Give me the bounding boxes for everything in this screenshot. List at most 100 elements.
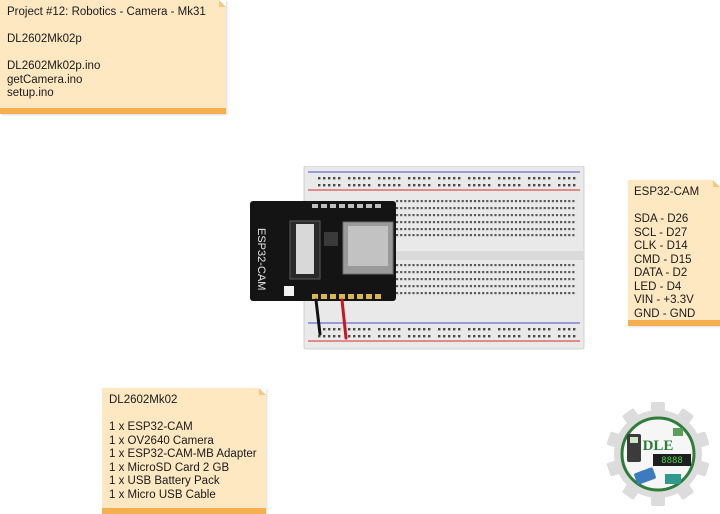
breadboard-hole [568, 207, 571, 210]
breadboard-hole [438, 177, 441, 180]
breadboard-hole [413, 184, 416, 187]
breadboard-hole [548, 184, 551, 187]
file-name: getCamera.ino [7, 73, 83, 86]
breadboard-hole [498, 184, 501, 187]
breadboard-hole [478, 228, 481, 231]
pin-mapping: GND - GND [634, 307, 696, 320]
breadboard-hole [498, 335, 501, 338]
breadboard-hole [424, 292, 427, 295]
pin-mapping-note: ESP32-CAM SDA - D26 SCL - D27 CLK - D14 … [628, 180, 720, 326]
breadboard-hole [523, 221, 526, 224]
breadboard-hole [555, 234, 559, 237]
breadboard-hole [378, 328, 381, 331]
breadboard-hole [449, 207, 452, 210]
breadboard-hole [453, 278, 456, 281]
breadboard-hole [482, 214, 485, 217]
breadboard-hole [408, 200, 411, 203]
breadboard-hole [424, 271, 427, 274]
breadboard-hole [560, 278, 563, 281]
breadboard-hole [428, 328, 431, 331]
breadboard-hole [404, 221, 407, 224]
breadboard-hole [353, 335, 356, 338]
breadboard-hole [572, 228, 575, 231]
breadboard-hole [393, 328, 396, 331]
breadboard-hole [528, 328, 531, 331]
breadboard-hole [418, 328, 421, 331]
breadboard-hole [420, 271, 423, 274]
breadboard-hole [490, 228, 493, 231]
breadboard-hole [535, 278, 538, 281]
breadboard-hole [572, 264, 575, 267]
breadboard-hole [378, 335, 381, 338]
breadboard-hole [527, 207, 530, 210]
breadboard-hole [523, 207, 526, 210]
breadboard-hole [473, 292, 477, 295]
breadboard-hole [424, 285, 427, 288]
breadboard-hole [457, 228, 460, 231]
breadboard-hole [486, 285, 489, 288]
breadboard-hole [558, 335, 561, 338]
breadboard-hole [558, 328, 561, 331]
breadboard-hole [424, 214, 427, 217]
breadboard-hole [408, 292, 411, 295]
breadboard-hole [441, 228, 444, 231]
breadboard-hole [428, 278, 431, 281]
breadboard-hole [438, 328, 441, 331]
breadboard-hole [572, 200, 575, 203]
breadboard-hole [412, 214, 415, 217]
breadboard-hole [490, 264, 493, 267]
breadboard-hole [535, 285, 538, 288]
breadboard-hole [547, 228, 550, 231]
breadboard-hole [348, 177, 351, 180]
breadboard-hole [506, 278, 509, 281]
breadboard-hole [368, 335, 371, 338]
breadboard-hole [465, 278, 468, 281]
led-display-icon [653, 454, 691, 466]
breadboard-hole [412, 207, 415, 210]
breadboard-hole [563, 335, 566, 338]
breadboard-hole [383, 328, 386, 331]
breadboard-hole [404, 285, 407, 288]
breadboard-hole [413, 335, 416, 338]
breadboard-hole [502, 221, 505, 224]
breadboard-hole [564, 271, 567, 274]
breadboard-hole [461, 264, 464, 267]
breadboard-hole [482, 221, 485, 224]
breadboard-hole [548, 335, 551, 338]
breadboard-hole [318, 184, 321, 187]
breadboard-hole [432, 264, 436, 267]
breadboard-hole [518, 328, 521, 331]
breadboard-hole [388, 335, 391, 338]
breadboard-hole [441, 285, 444, 288]
breadboard-hole [437, 271, 440, 274]
breadboard-hole [358, 328, 361, 331]
breadboard-hole [473, 285, 477, 288]
breadboard-hole [572, 214, 575, 217]
breadboard-hole [490, 221, 493, 224]
breadboard-hole [528, 335, 531, 338]
breadboard-hole [483, 184, 486, 187]
breadboard-hole [408, 328, 411, 331]
breadboard-hole [506, 214, 509, 217]
breadboard-hole [498, 221, 501, 224]
breadboard-hole [538, 335, 541, 338]
parts-list-note: DL2602Mk02 1 x ESP32-CAM 1 x OV2640 Came… [102, 388, 266, 514]
gear-tooth [622, 481, 641, 500]
breadboard-hole [494, 264, 497, 267]
breadboard-hole [482, 271, 485, 274]
breadboard-hole [404, 234, 407, 237]
breadboard-hole [506, 228, 509, 231]
breadboard-hole [461, 214, 464, 217]
breadboard-hole [453, 207, 456, 210]
breadboard-hole [488, 184, 491, 187]
breadboard-hole [396, 228, 399, 231]
gnd-wire [314, 298, 322, 336]
breadboard-hole [383, 335, 386, 338]
breadboard-hole [490, 271, 493, 274]
breadboard-hole [551, 200, 554, 203]
breadboard-hole [568, 328, 571, 331]
breadboard-hole [514, 234, 518, 237]
breadboard-hole [510, 234, 513, 237]
breadboard-hole [438, 335, 441, 338]
gear-tooth [675, 408, 694, 427]
